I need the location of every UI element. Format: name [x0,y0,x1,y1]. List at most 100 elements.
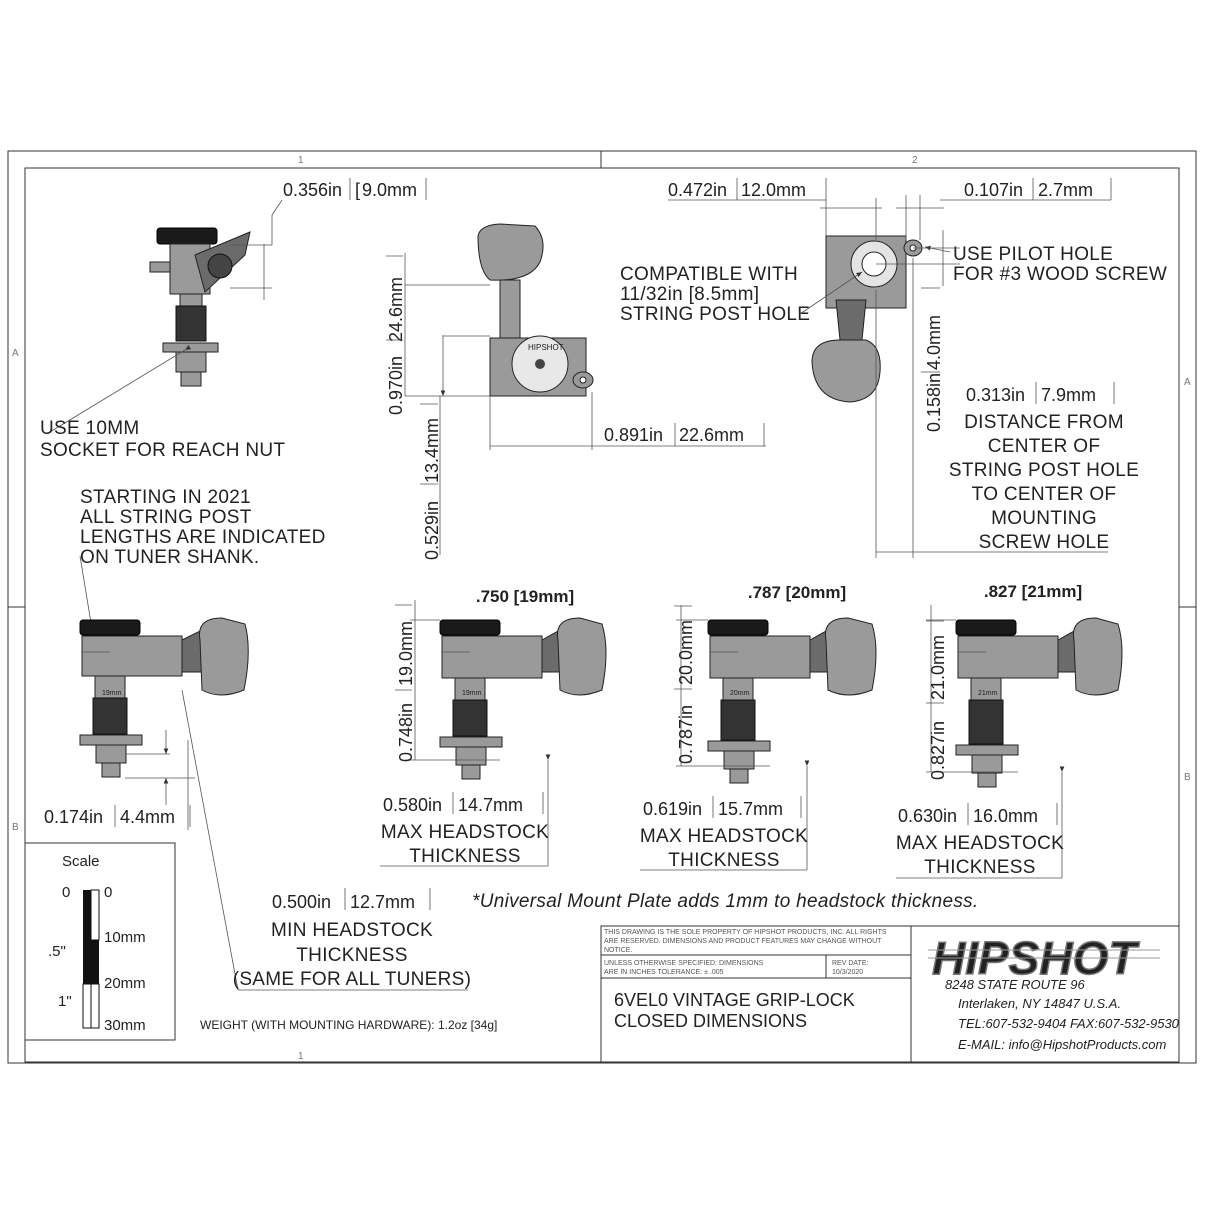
reach-nut-note: USE 10MM SOCKET FOR REACH NUT [40,345,285,461]
tuner-827-max-l1: MAX HEADSTOCK [896,833,1064,854]
dim-0174: 0.174in 4.4mm [44,730,195,830]
tuner-827-dimv-mm: 21.0mm [928,635,948,700]
tuner-827-max-mm: 16.0mm [973,806,1038,826]
universal-mount-note: *Universal Mount Plate adds 1mm to heads… [472,891,979,912]
dim-0472: 0.472in 12.0mm [668,178,882,240]
tuner-787-max-l1: MAX HEADSTOCK [640,826,808,847]
dim-0356-in: 0.356in [283,180,342,200]
dim-0356-mm: 9.0mm [362,180,417,200]
compat-note: COMPATIBLE WITH 11/32in [8.5mm] STRING P… [620,264,863,325]
tuner-top-left-drawing [149,227,251,387]
tuner-827: .827 [21mm] 21mm 0.827in 21.0mm 0.630in … [896,582,1123,879]
scale-mm-20: 20mm [104,975,146,992]
tuner-827-dimv-in: 0.827in [928,721,948,780]
dim-0472-mm: 12.0mm [741,180,806,200]
tuner-750-title: .750 [19mm] [476,587,574,606]
company-address1: 8248 STATE ROUTE 96 [945,977,1085,992]
dist-line-2: CENTER OF [988,436,1100,457]
rev-date: 10/3/2020 [832,969,863,976]
part-line2: CLOSED DIMENSIONS [614,1011,807,1031]
pilot-line2: FOR #3 WOOD SCREW [953,264,1167,285]
tuner-787-max-in: 0.619in [643,799,702,819]
dim-0174-in: 0.174in [44,807,103,827]
tuner-827-title: .827 [21mm] [984,582,1082,601]
dim-0891-in: 0.891in [604,425,663,445]
title-block: THIS DRAWING IS THE SOLE PROPERTY OF HIP… [600,925,1180,1063]
company-block: HIPSHOT 8248 STATE ROUTE 96 Interlaken, … [928,931,1180,1052]
dim-0891: 0.891in 22.6mm [489,392,766,450]
dim-0107-mm: 2.7mm [1038,180,1093,200]
tuner-827-shank: 21mm [978,690,998,697]
grid-label-bottom-1: 1 [298,1051,304,1062]
tuner-750-dimv-in: 0.748in [396,703,416,762]
dist-line-6: SCREW HOLE [979,532,1110,553]
dim-0500-in: 0.500in [272,892,331,912]
dim-0158-in: 0.158in [924,373,944,432]
start-line4: ON TUNER SHANK. [80,547,259,568]
tolerance-line2: ARE IN INCHES TOLERANCE: ± .005 [604,969,724,976]
start-line2: ALL STRING POST [80,507,252,528]
dim-0158: 0.158in 4.0mm [876,230,960,432]
dist-line-3: STRING POST HOLE [949,460,1139,481]
tuner-787-max-l2: THICKNESS [668,850,779,871]
dim-0174-mm: 4.4mm [120,807,175,827]
scale-mm-30: 30mm [104,1017,146,1034]
compat-line2: 11/32in [8.5mm] [620,284,759,305]
scale-in-half: .5" [48,943,66,960]
tuner-750-shank: 19mm [462,690,482,697]
tuner-787-shank: 20mm [730,690,750,697]
dim-0891-mm: 22.6mm [679,425,744,445]
tuner-logo-text: HIPSHOT [528,343,564,352]
weight-note: WEIGHT (WITH MOUNTING HARDWARE): 1.2oz [… [200,1018,497,1032]
dist-line-1: DISTANCE FROM [964,412,1124,433]
tuner-top-mid-drawing: HIPSHOT [477,223,594,397]
scale-mm-0: 0 [104,884,112,901]
scale-box: Scale 0 .5" 1" 0 10mm 20mm 30mm [24,842,176,1041]
min-line3: (SAME FOR ALL TUNERS) [233,969,472,990]
part-line1: 6VEL0 VINTAGE GRIP-LOCK [614,990,855,1010]
property-line1: THIS DRAWING IS THE SOLE PROPERTY OF HIP… [604,929,887,936]
bracket-open: [ [355,180,360,200]
dim-0472-in: 0.472in [668,180,727,200]
tolerance-line1: UNLESS OTHERWISE SPECIFIED: DIMENSIONS [604,960,764,967]
dim-0313-mm: 7.9mm [1041,385,1096,405]
grid-label-left-b: B [12,822,19,833]
tuner-827-max-in: 0.630in [898,806,957,826]
pilot-line1: USE PILOT HOLE [953,244,1113,265]
min-line1: MIN HEADSTOCK [271,920,433,941]
grid-label-top-1: 1 [298,155,304,166]
grid-label-right-a: A [1184,377,1191,388]
tuner-787-dimv-mm: 20.0mm [676,620,696,685]
compat-line3: STRING POST HOLE [620,304,810,325]
min-line2: THICKNESS [296,945,407,966]
dist-line-5: MOUNTING [991,508,1097,529]
tuner-750-max-l2: THICKNESS [409,846,520,867]
grid-label-left-a: A [12,348,19,359]
tuner-787: .787 [20mm] 20mm 0.787in 20.0mm 0.619in … [640,583,877,871]
dim-0158-mm: 4.0mm [924,315,944,370]
dim-0313: 0.313in 7.9mm DISTANCE FROM CENTER OF ST… [875,258,1139,558]
dim-0970-in: 0.970in [386,356,406,415]
tuner-750: .750 [19mm] 19mm 0.748in 19.0mm 0.580in … [380,587,607,867]
tuner-top-right-drawing [811,235,923,403]
tuner-750-dimv-mm: 19.0mm [396,621,416,686]
property-line3: NOTICE. [604,947,632,954]
company-email: E-MAIL: info@HipshotProducts.com [958,1037,1166,1052]
tuner-787-dimv-in: 0.787in [676,705,696,764]
starting-2021-note: STARTING IN 2021 ALL STRING POST LENGTHS… [79,487,325,691]
company-address2: Interlaken, NY 14847 U.S.A. [958,996,1121,1011]
tuner-750-max-mm: 14.7mm [458,795,523,815]
scale-in-0: 0 [62,884,70,901]
dim-0500-mm: 12.7mm [350,892,415,912]
scale-title: Scale [62,853,100,870]
tuner-left-drawing: 19mm [79,617,249,778]
tuner-787-max-mm: 15.7mm [718,799,783,819]
compat-line1: COMPATIBLE WITH [620,264,798,285]
pilot-hole-note: USE PILOT HOLE FOR #3 WOOD SCREW [924,244,1167,285]
dim-0529-mm: 13.4mm [422,418,442,483]
grid-label-right-b: B [1184,772,1191,783]
tuner-750-max-in: 0.580in [383,795,442,815]
scale-mm-10: 10mm [104,929,146,946]
dim-0107-in: 0.107in [964,180,1023,200]
